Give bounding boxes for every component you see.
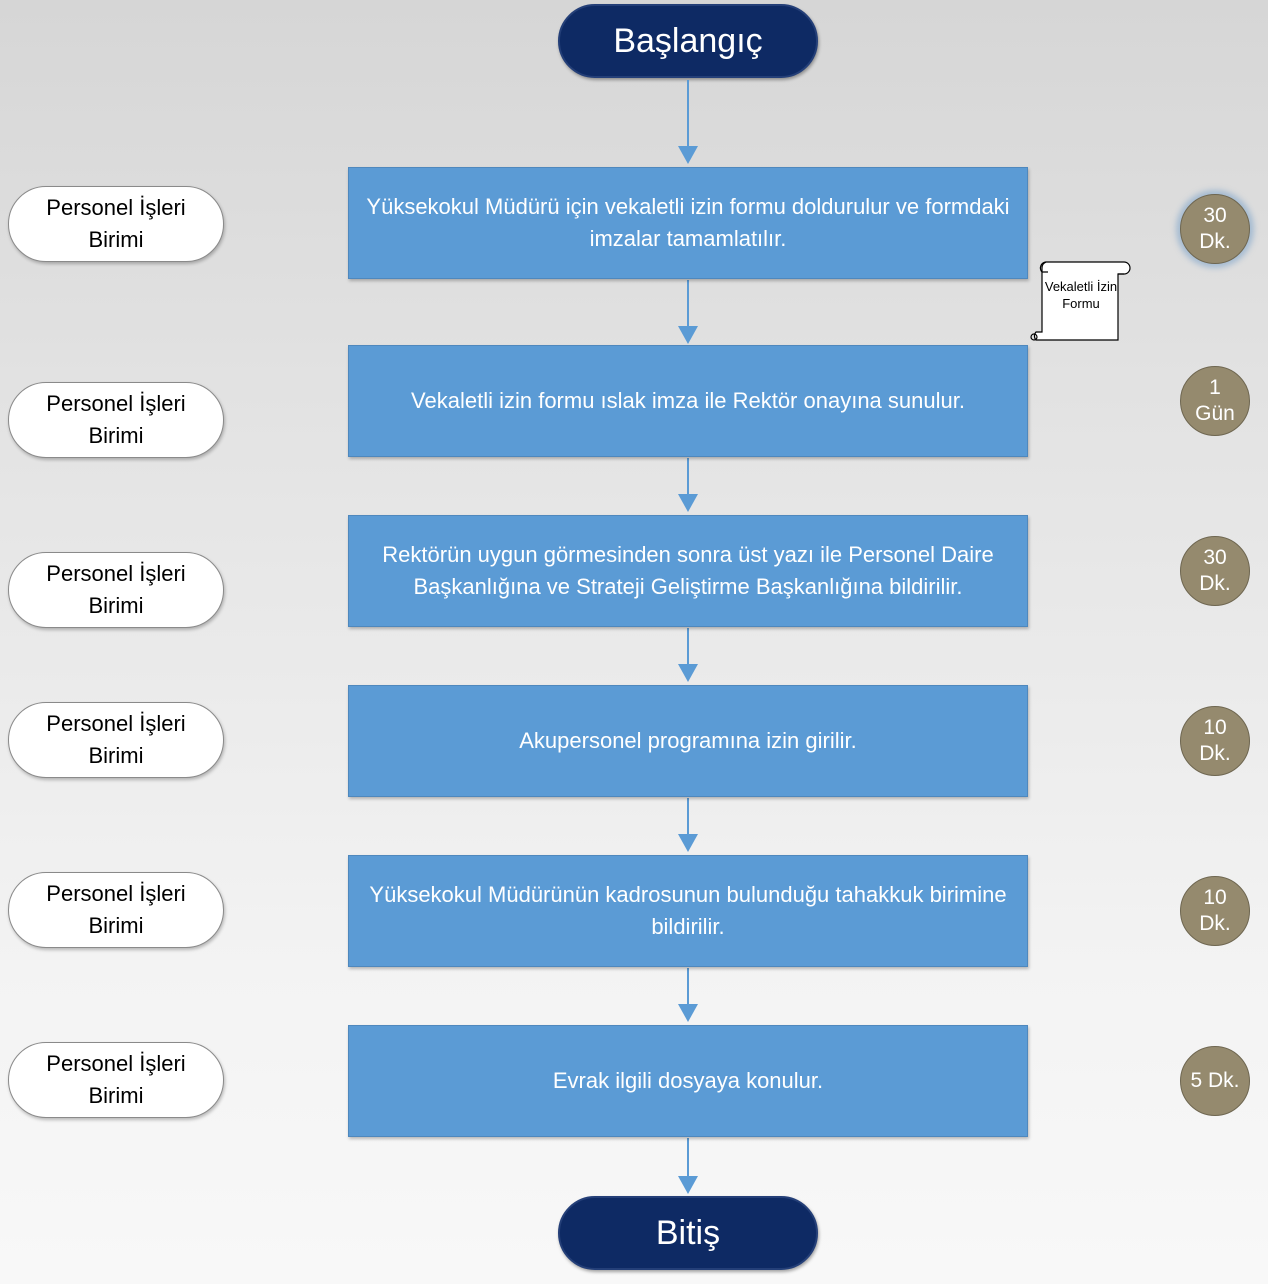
flow-arrow bbox=[678, 628, 698, 682]
process-step: Rektörün uygun görmesinden sonra üst yaz… bbox=[348, 515, 1028, 627]
duration-badge: 30 Dk. bbox=[1180, 194, 1250, 264]
duration-badge: 1 Gün bbox=[1180, 366, 1250, 436]
end-label: Bitiş bbox=[655, 1213, 721, 1252]
document-label: Vekaletli İzin Formu bbox=[1044, 279, 1118, 311]
responsible-unit: Personel İşleri Birimi bbox=[8, 872, 224, 948]
responsible-unit: Personel İşleri Birimi bbox=[8, 552, 224, 628]
start-terminal: Başlangıç bbox=[558, 4, 818, 78]
duration-badge: 30 Dk. bbox=[1180, 536, 1250, 606]
flow-arrow bbox=[678, 80, 698, 164]
responsible-unit: Personel İşleri Birimi bbox=[8, 1042, 224, 1118]
duration-badge: 10 Dk. bbox=[1180, 876, 1250, 946]
responsible-unit: Personel İşleri Birimi bbox=[8, 702, 224, 778]
duration-badge: 5 Dk. bbox=[1180, 1046, 1250, 1116]
process-step: Yüksekokul Müdürü için vekaletli izin fo… bbox=[348, 167, 1028, 279]
process-step: Yüksekokul Müdürünün kadrosunun bulunduğ… bbox=[348, 855, 1028, 967]
process-step: Vekaletli izin formu ıslak imza ile Rekt… bbox=[348, 345, 1028, 457]
start-label: Başlangıç bbox=[613, 21, 763, 60]
flow-arrow bbox=[678, 968, 698, 1022]
process-step: Akupersonel programına izin girilir. bbox=[348, 685, 1028, 797]
duration-badge: 10 Dk. bbox=[1180, 706, 1250, 776]
responsible-unit: Personel İşleri Birimi bbox=[8, 382, 224, 458]
end-terminal: Bitiş bbox=[558, 1196, 818, 1270]
flow-arrow bbox=[678, 280, 698, 344]
process-step: Evrak ilgili dosyaya konulur. bbox=[348, 1025, 1028, 1137]
flow-arrow bbox=[678, 798, 698, 852]
responsible-unit: Personel İşleri Birimi bbox=[8, 186, 224, 262]
flow-arrow bbox=[678, 458, 698, 512]
flow-arrow bbox=[678, 1138, 698, 1194]
document-scroll-icon bbox=[1030, 261, 1131, 341]
